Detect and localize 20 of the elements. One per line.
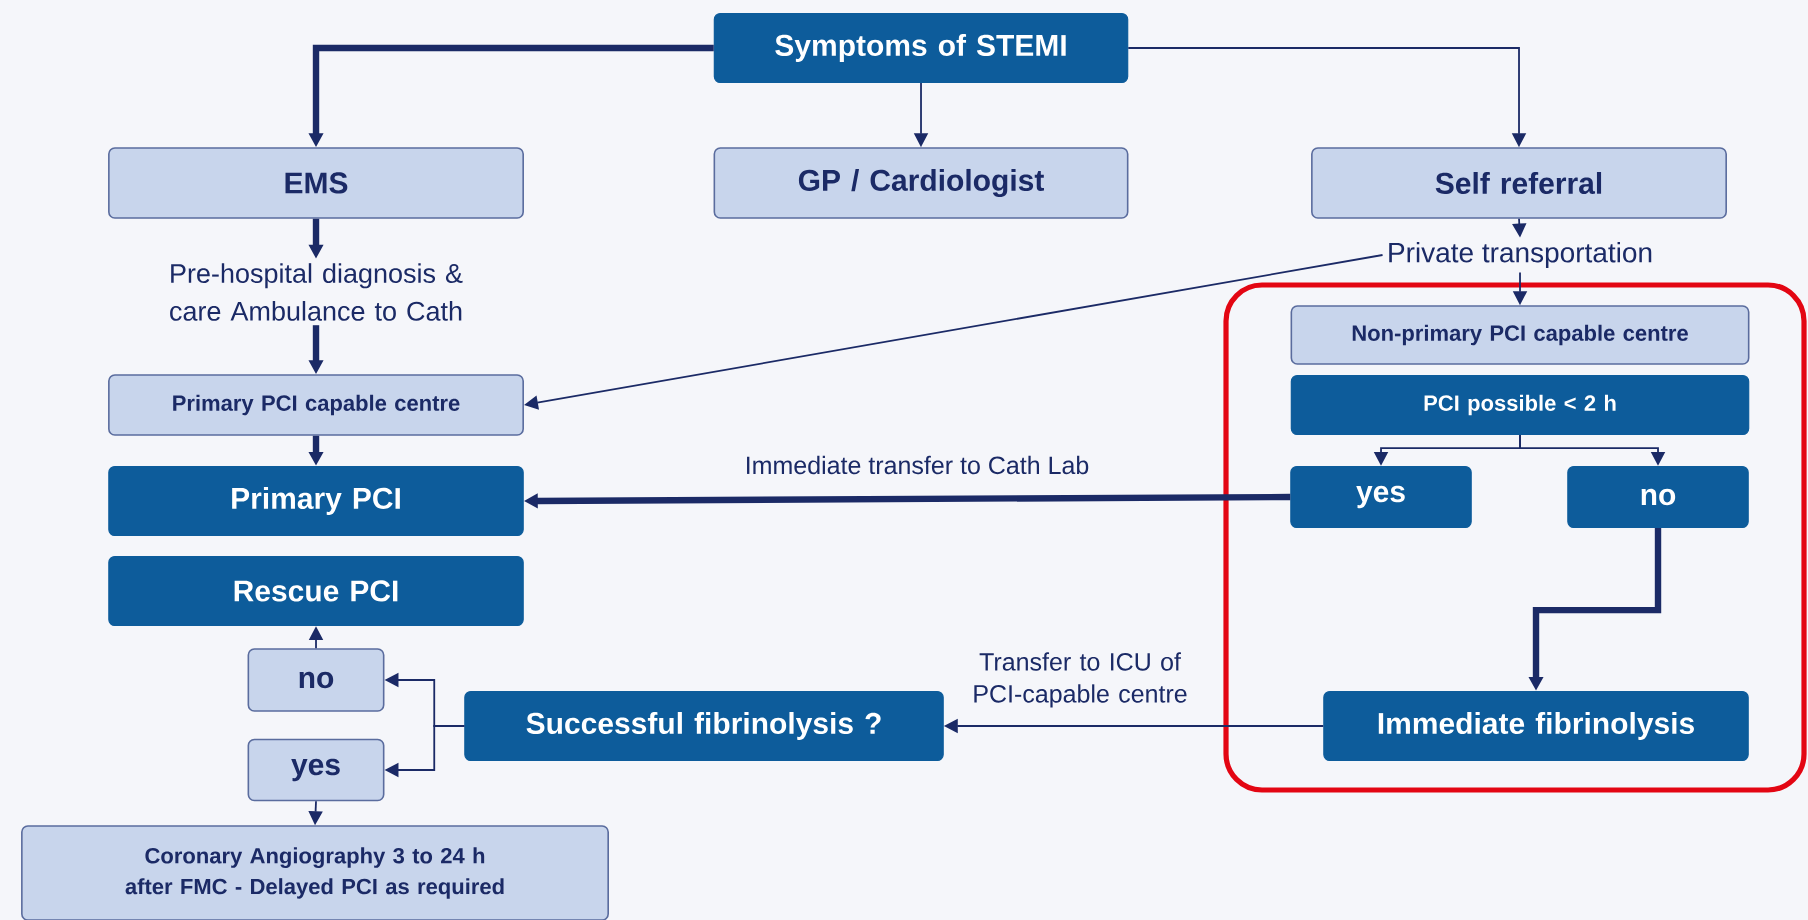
decision-box: no — [247, 648, 385, 712]
process-box: Primary PCI — [108, 465, 524, 537]
process-box: PCI possible < 2 h — [1290, 374, 1750, 436]
process-box: Primary PCI capable centre — [108, 374, 524, 436]
process-box: GP / Cardiologist — [713, 147, 1129, 219]
process-box: EMS — [108, 147, 524, 219]
process-box: Non-primary PCI capable centre — [1290, 305, 1750, 365]
decision-box: no — [1567, 465, 1749, 529]
step-text: Pre-hospital diagnosis & care Ambulance to Cath — [170, 263, 463, 321]
step-text: Private transportation — [1389, 241, 1652, 269]
process-box: Symptoms of STEMI — [713, 12, 1129, 84]
decision-box: yes — [1290, 465, 1472, 529]
edge-label: Transfer to ICU of PCI-capable centre — [958, 650, 1202, 710]
decision-box: Successful fibrinolysis ? — [464, 690, 944, 762]
process-box: Immediate fibrinolysis — [1323, 690, 1749, 762]
decision-box: yes — [247, 738, 385, 802]
process-box: Coronary Angiography 3 to 24 h after FMC - Delayed PCI as required — [21, 825, 609, 920]
process-box: Self referral — [1311, 147, 1727, 219]
process-box: Rescue PCI — [108, 555, 524, 627]
edge-label: Immediate transfer to Cath Lab — [742, 453, 1092, 477]
